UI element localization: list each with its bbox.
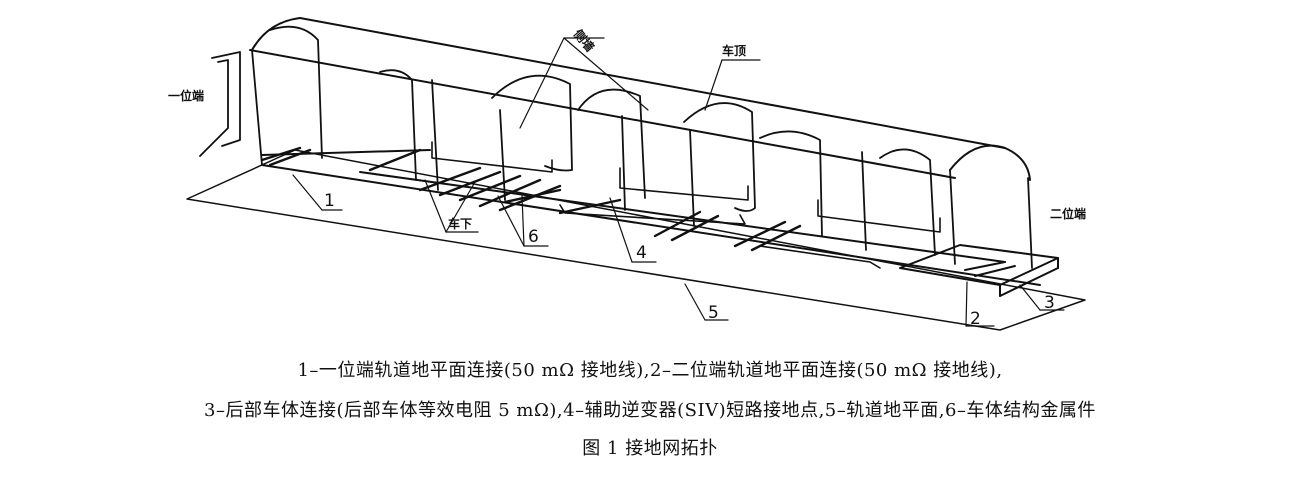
- end-two-frame: [899, 244, 1059, 297]
- label-side-wall: 侧墙: [571, 26, 598, 54]
- label-3: 3: [1044, 293, 1055, 313]
- side-wall-ribs: [379, 69, 1033, 269]
- floor-frames: [431, 141, 941, 269]
- grounding-network-diagram: 一位端 二位端 侧墙 车顶 车下 1 2 3 4 5 6: [168, 17, 1086, 331]
- label-under-car: 车下: [448, 216, 472, 231]
- label-5: 5: [708, 303, 719, 323]
- caption-legend-line-1: 1–一位端轨道地平面连接(50 mΩ 接地线),2–二位端轨道地平面连接(50 …: [297, 360, 1003, 381]
- label-end-two: 二位端: [1050, 206, 1086, 221]
- under-car-rails: [260, 146, 802, 252]
- end-one-frame: [199, 25, 323, 166]
- track-ground-plane: [186, 149, 1086, 331]
- caption-legend-line-2: 3–后部车体连接(后部车体等效电阻 5 mΩ),4–辅助逆变器(SIV)短路接地…: [204, 400, 1096, 421]
- label-6: 6: [528, 227, 539, 247]
- car-roof: [249, 17, 1031, 181]
- label-4: 4: [636, 243, 647, 263]
- leader-lines: [292, 37, 1065, 327]
- figure-title: 图 1 接地网拓扑: [582, 438, 718, 459]
- label-1: 1: [324, 191, 335, 211]
- label-roof: 车顶: [722, 43, 746, 58]
- label-2: 2: [970, 309, 981, 329]
- label-end-one: 一位端: [168, 88, 204, 103]
